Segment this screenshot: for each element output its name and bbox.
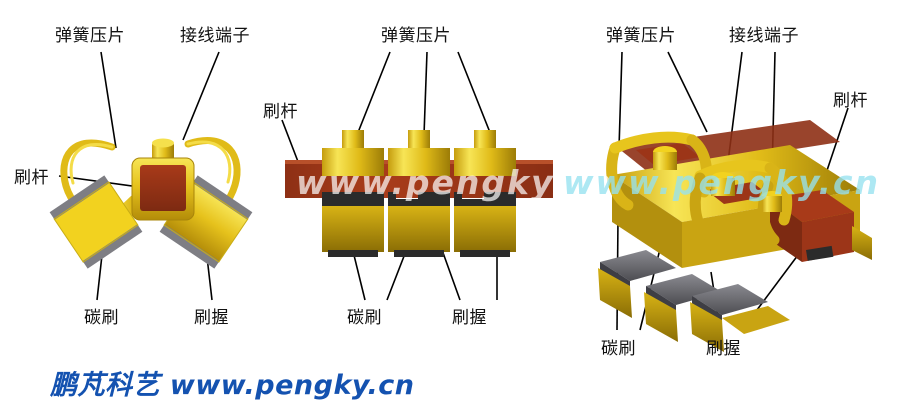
brush-holder-flange xyxy=(644,292,678,342)
side-view-drawing xyxy=(281,51,553,301)
spring-clip-arc xyxy=(689,172,712,240)
label-brush-holder-side: 刷握 xyxy=(452,308,487,328)
label-carbon-brush-front: 碳刷 xyxy=(84,308,119,328)
terminal-post xyxy=(762,196,782,212)
brush-unit xyxy=(322,130,384,257)
terminal-post-cap xyxy=(152,138,174,148)
carbon-brush-right-bottom xyxy=(159,224,220,269)
brush-rod-core xyxy=(140,165,186,211)
brand-watermark: 鹏芃科艺 www.pengky.cn xyxy=(50,370,415,401)
brush-unit xyxy=(388,130,450,257)
label-carbon-brush-iso: 碳刷 xyxy=(601,339,636,359)
spring-clip-left-highlight xyxy=(69,143,114,185)
brush-holder-base xyxy=(722,306,790,334)
brush-unit xyxy=(454,130,516,257)
label-brush-rod-front: 刷杆 xyxy=(14,168,49,188)
label-spring-clip-side: 弹簧压片 xyxy=(381,26,451,46)
iso-chassis-left xyxy=(612,175,682,268)
carbon-brush-right-top xyxy=(192,175,253,220)
spring-clip-arc xyxy=(609,131,698,154)
spring-clip-right-highlight xyxy=(186,140,232,184)
iso-end-tab xyxy=(852,226,872,260)
label-spring-clip-iso: 弹簧压片 xyxy=(606,26,676,46)
spring-clip-arc xyxy=(606,142,634,211)
terminal-post xyxy=(711,178,735,196)
label-spring-clip-front: 弹簧压片 xyxy=(55,26,125,46)
carbon-brush xyxy=(692,284,768,315)
label-brush-rod-iso: 刷杆 xyxy=(833,91,868,111)
label-carbon-brush-side: 碳刷 xyxy=(347,308,382,328)
carbon-brush-left-top xyxy=(49,175,110,220)
brush-holder-flange xyxy=(598,268,632,318)
iso-view-drawing xyxy=(598,51,872,352)
iso-chassis-top xyxy=(612,145,860,222)
brush-holder-left xyxy=(49,175,143,269)
label-terminal-front: 接线端子 xyxy=(180,26,250,46)
spring-clip-arc xyxy=(686,134,713,198)
front-view-drawing xyxy=(49,51,253,301)
iso-brush-rod-end-left xyxy=(770,198,802,262)
carbon-brush-left-bottom xyxy=(82,224,143,269)
carbon-brush xyxy=(600,250,676,281)
brush-holder-flange xyxy=(690,302,724,352)
spring-clip-arc xyxy=(694,159,776,182)
spring-clip-arc xyxy=(764,162,793,226)
label-brush-holder-iso: 刷握 xyxy=(706,339,741,359)
iso-end-contact xyxy=(806,245,834,261)
label-brush-holder-front: 刷握 xyxy=(194,308,229,328)
terminal-post xyxy=(653,152,677,170)
label-terminal-iso: 接线端子 xyxy=(729,26,799,46)
label-brush-rod-side: 刷杆 xyxy=(263,102,298,122)
spring-clip-arc xyxy=(757,180,780,246)
